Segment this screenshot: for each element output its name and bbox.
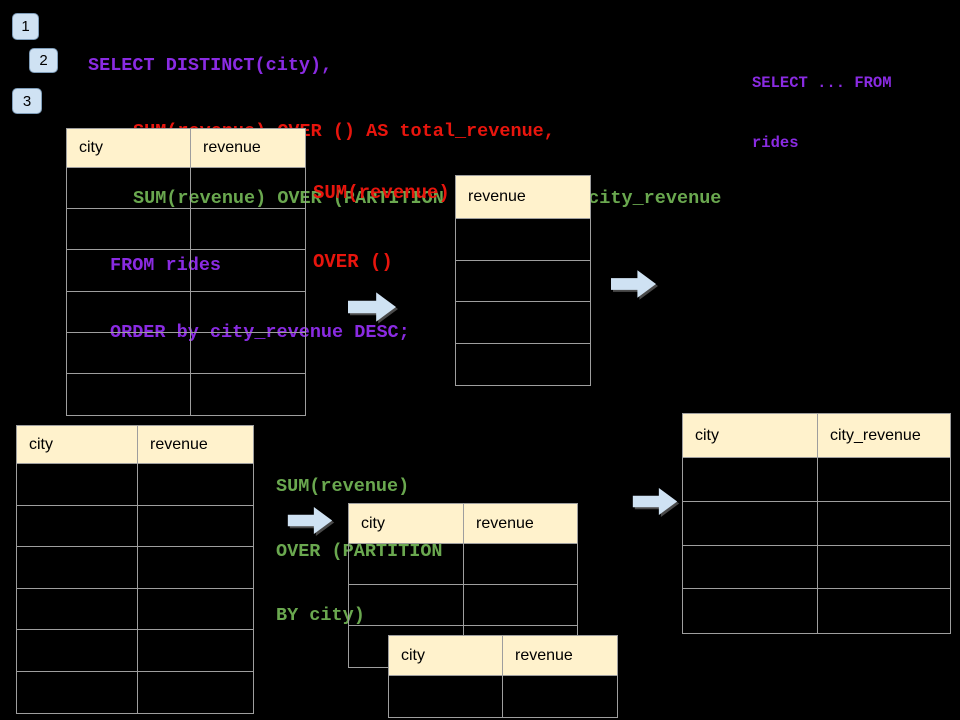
table-cell [191, 333, 305, 374]
table-cell [67, 291, 191, 333]
table-source-bottom: city revenue [16, 425, 254, 714]
label-partition-line-1: SUM(revenue) [276, 476, 410, 497]
table-cell [67, 373, 191, 415]
table-cell [191, 168, 305, 210]
table-cell [17, 671, 138, 713]
label-sum-over-partition: SUM(revenue) OVER (PARTITION BY city) [276, 433, 443, 648]
column-header-city: city [17, 426, 138, 464]
table-cell [138, 547, 253, 589]
table-cell [683, 589, 818, 633]
arrow-shape [611, 270, 656, 298]
right-arrow-icon [287, 507, 333, 534]
table-cell [191, 209, 305, 251]
table-cell [503, 676, 617, 717]
table-cell [67, 209, 191, 251]
table-cell [138, 464, 253, 506]
label-total-line-2: OVER () [313, 251, 393, 273]
table-cell [456, 219, 590, 261]
sql-from-line: FROM rides [110, 255, 222, 277]
table-cell [683, 458, 818, 502]
table-cell [67, 168, 191, 210]
right-arrow-icon [632, 488, 678, 515]
table-result: city city_revenue [682, 413, 951, 634]
table-cell [683, 501, 818, 546]
table-cell [818, 546, 950, 590]
column-header-revenue: revenue [464, 504, 577, 544]
arrow-shape [287, 507, 333, 534]
column-header-city-revenue: city_revenue [818, 414, 950, 458]
column-header-revenue: revenue [191, 129, 305, 168]
table-cell [456, 302, 590, 344]
label-partition-line-2: OVER (PARTITION [276, 540, 443, 562]
table-cell [138, 630, 253, 672]
column-header-revenue: revenue [456, 176, 590, 219]
side-note-select-from-rides: SELECT ... FROM rides [752, 33, 892, 173]
sql-select-line: SELECT DISTINCT(city), [88, 54, 333, 76]
column-header-revenue: revenue [503, 636, 617, 676]
column-header-city: city [389, 636, 503, 676]
column-header-revenue: revenue [138, 426, 253, 464]
label-partition-line-3: BY city) [276, 605, 365, 626]
step-badge-2: 2 [29, 48, 58, 73]
table-cell [191, 250, 305, 292]
column-header-city: city [349, 504, 464, 544]
table-cell [456, 261, 590, 302]
table-cell [191, 374, 305, 415]
table-cell [389, 676, 503, 717]
sql-order-line: ORDER by city_revenue DESC; [110, 322, 410, 344]
table-cell [17, 588, 138, 630]
table-cell [138, 672, 253, 714]
table-cell [349, 544, 464, 585]
column-header-city: city [67, 129, 191, 168]
table-cell [456, 344, 590, 386]
table-cell [464, 544, 577, 585]
table-cell [138, 506, 253, 547]
table-total-revenue: revenue [455, 175, 591, 386]
side-note-line-1: SELECT ... FROM [752, 74, 892, 92]
arrow-shape [348, 292, 396, 322]
table-cell [683, 545, 818, 590]
table-cell [818, 458, 950, 502]
table-cell [818, 589, 950, 633]
table-cell [67, 332, 191, 374]
table-cell [191, 292, 305, 333]
table-cell [349, 585, 464, 626]
label-sum-over-total: SUM(revenue) OVER () [313, 136, 450, 297]
table-partition-mid: city revenue [348, 503, 578, 668]
table-source-top: city revenue [66, 128, 306, 416]
side-note-line-2: rides [752, 134, 799, 152]
table-cell [17, 464, 138, 506]
right-arrow-icon [611, 270, 656, 298]
right-arrow-icon [348, 292, 396, 322]
table-cell [17, 505, 138, 547]
step-badge-3: 3 [12, 88, 42, 114]
table-cell [464, 585, 577, 626]
table-cell [17, 547, 138, 589]
table-cell [138, 589, 253, 630]
step-badge-1: 1 [12, 13, 39, 40]
table-cell [17, 630, 138, 672]
table-cell [67, 250, 191, 292]
column-header-city: city [683, 414, 818, 458]
table-partition-overlay: city revenue [388, 635, 618, 718]
table-cell [818, 502, 950, 546]
arrow-shape [632, 488, 678, 515]
label-total-line-1: SUM(revenue) [313, 182, 450, 204]
